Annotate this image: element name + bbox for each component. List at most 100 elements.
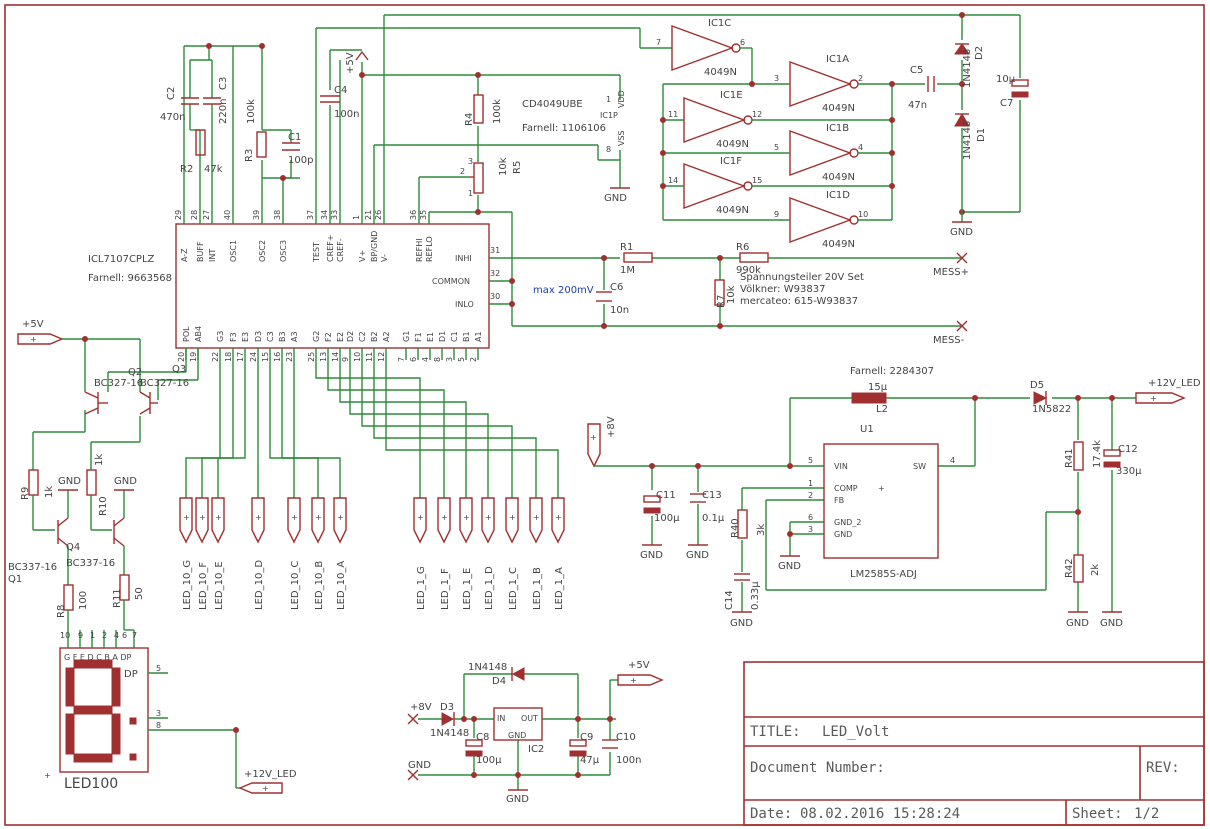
ic-top-pin-number: 21 xyxy=(364,210,373,220)
ic-bottom-pin-number: 23 xyxy=(285,352,294,362)
connector-led-1-e[interactable]: +LED_1_E xyxy=(339,360,473,610)
svg-text:D5: D5 xyxy=(1030,380,1044,391)
svg-text:5: 5 xyxy=(774,143,779,152)
svg-text:IN: IN xyxy=(497,714,505,723)
connector-led-1-b[interactable]: +LED_1_B xyxy=(373,360,543,610)
ic-top-pin-label: OSC2 xyxy=(258,240,267,262)
diode-d3: D3 1N4148 xyxy=(430,702,469,739)
ic-bottom-pin-number: 7 xyxy=(397,357,406,362)
net-12v-led-right: + +12V_LED xyxy=(1135,378,1201,404)
svg-text:1N5822: 1N5822 xyxy=(1032,404,1071,415)
ic-top-pin-number: 29 xyxy=(174,210,183,220)
ic-bottom-pin-number: 20 xyxy=(177,352,186,362)
svg-text:1k: 1k xyxy=(94,454,105,466)
resistor-r6: R6 990k xyxy=(736,242,769,276)
svg-text:4049N: 4049N xyxy=(716,205,749,216)
title-value: LED_Volt xyxy=(822,724,889,740)
svg-text:4: 4 xyxy=(950,456,955,465)
ic-top-pin-label: INT xyxy=(208,249,217,262)
resistor-r4: R4 100k xyxy=(464,94,503,126)
capacitor-c8: C8 100µ xyxy=(465,732,502,766)
svg-text:IC1A: IC1A xyxy=(826,54,849,65)
ic-top-pin-label: CREF+ xyxy=(326,234,335,262)
ic-bottom-pin-number: 24 xyxy=(249,352,258,362)
capacitor-c2: C2 470n xyxy=(160,87,199,123)
ic-bottom-pin-number: 15 xyxy=(261,352,270,362)
transistor-q3: BC327-16 xyxy=(84,378,143,415)
connector-led-10-b[interactable]: +LED_10_B xyxy=(281,360,325,610)
svg-text:1: 1 xyxy=(468,189,473,198)
ic-bottom-pin-number: 17 xyxy=(236,352,245,362)
ic-bottom-pin-label: B2 xyxy=(370,331,379,342)
connector-led-10-e[interactable]: +LED_10_E xyxy=(211,360,246,610)
diode-d1: D1 1N4148 xyxy=(954,113,987,160)
svg-text:C7: C7 xyxy=(1000,98,1013,109)
connector-led-10-a[interactable]: +LED_10_A xyxy=(293,360,347,610)
ic-bottom-pin-label: G2 xyxy=(312,331,321,342)
capacitor-c7: 10µ C7 xyxy=(996,74,1029,109)
svg-text:3: 3 xyxy=(468,157,473,166)
svg-text:+: + xyxy=(485,513,492,522)
title-block: TITLE: LED_Volt Document Number: REV: Da… xyxy=(743,661,1205,826)
svg-text:+: + xyxy=(215,513,222,522)
ic-bottom-pin-label: AB4 xyxy=(194,326,203,342)
svg-text:IC1C: IC1C xyxy=(708,18,731,29)
pin-num-31: 31 xyxy=(490,246,500,255)
connector-led-1-c[interactable]: +LED_1_C xyxy=(361,360,519,610)
cd4049-name: CD4049UBE xyxy=(522,99,583,110)
svg-text:+: + xyxy=(878,484,885,493)
svg-text:12: 12 xyxy=(752,110,762,119)
inverter-wires xyxy=(660,47,965,222)
capacitor-c1: C1 100p xyxy=(282,132,313,166)
svg-text:47n: 47n xyxy=(908,100,927,111)
svg-text:8: 8 xyxy=(156,721,161,730)
led-segment-labels: G F E D C B A DP xyxy=(64,653,132,662)
ic-top-pin-number: 36 xyxy=(409,210,418,220)
resistor-r11: R11 50 xyxy=(112,574,145,631)
connector-led-1-g[interactable]: +LED_1_G xyxy=(315,360,427,610)
svg-text:LED_10_C: LED_10_C xyxy=(290,561,301,610)
svg-text:C3: C3 xyxy=(218,77,229,90)
potentiometer-r5: 2 3 1 10k R5 xyxy=(460,157,523,198)
ic-top-pin-number: 39 xyxy=(252,210,261,220)
svg-text:100n: 100n xyxy=(616,755,641,766)
ic-bottom-pin-number: 8 xyxy=(433,357,442,362)
svg-text:+5V: +5V xyxy=(22,319,44,330)
svg-text:D3: D3 xyxy=(440,702,454,713)
mess-plus-terminal[interactable]: MESS+ xyxy=(933,252,969,278)
ic-bottom-pins: POL20AB419G322F318E317D324C315B316A323G2… xyxy=(177,326,483,362)
connector-led-1-d[interactable]: +LED_1_D xyxy=(349,360,495,610)
svg-text:6: 6 xyxy=(740,38,745,47)
svg-text:+: + xyxy=(199,513,206,522)
svg-text:100: 100 xyxy=(78,591,89,610)
svg-text:Q4: Q4 xyxy=(66,542,80,553)
svg-text:+12V_LED: +12V_LED xyxy=(1148,378,1201,389)
connector-led-10-d[interactable]: +LED_10_D xyxy=(251,360,265,610)
transistor-q4: GND Q4 BC337-16 xyxy=(57,476,115,585)
supply-5v-top: +5V xyxy=(345,50,369,74)
connector-led-1-a[interactable]: +LED_1_A xyxy=(385,360,565,610)
ic-bottom-pin-label: E3 xyxy=(241,332,250,342)
svg-text:GND: GND xyxy=(1100,618,1123,629)
ic-main-farnell: Farnell: 9663568 xyxy=(88,273,172,284)
svg-text:LED_1_G: LED_1_G xyxy=(416,566,427,610)
svg-text:C1: C1 xyxy=(288,132,301,143)
svg-text:1M: 1M xyxy=(620,265,635,276)
ic-top-pin-number: 38 xyxy=(273,210,282,220)
svg-text:GND: GND xyxy=(778,561,801,572)
analog-input-wires xyxy=(489,212,962,329)
transistor-q1: GND BC337-16 Q1 xyxy=(8,476,137,585)
capacitor-c14: C14 0.33µ xyxy=(724,573,761,610)
svg-text:+8V: +8V xyxy=(606,416,617,438)
connector-led-10-c[interactable]: +LED_10_C xyxy=(269,360,301,610)
svg-text:OUT: OUT xyxy=(521,714,538,723)
svg-text:C10: C10 xyxy=(616,732,636,743)
svg-text:100µ: 100µ xyxy=(654,513,680,524)
resistor-r7: R7 10k xyxy=(714,279,737,308)
svg-text:+: + xyxy=(509,513,516,522)
capacitor-c12: C12 330µ xyxy=(1103,444,1142,477)
mess-minus-terminal[interactable]: MESS- xyxy=(933,320,968,346)
ic-bottom-pin-label: B3 xyxy=(278,331,287,342)
ic-top-pin-label: OSC1 xyxy=(229,240,238,262)
